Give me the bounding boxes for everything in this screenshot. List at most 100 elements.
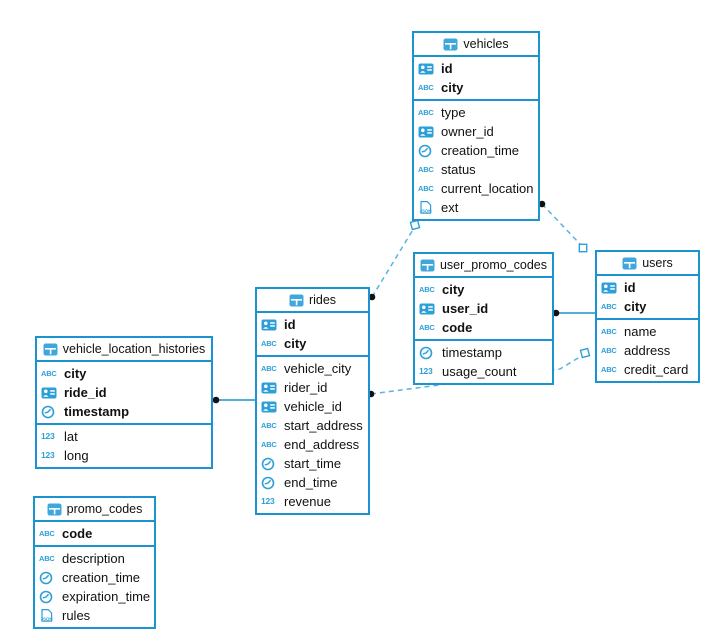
column-row-id[interactable]: id (597, 278, 698, 297)
text-type-icon: ABC (419, 284, 435, 294)
cardinality-square-icon (409, 219, 421, 231)
column-row-timestamp[interactable]: timestamp (37, 402, 211, 421)
column-name: id (624, 280, 636, 295)
column-name: timestamp (64, 404, 130, 419)
column-name: start_time (284, 456, 342, 471)
table-header-vehicle_location_histories[interactable]: vehicle_location_histories (37, 338, 211, 362)
column-name: current_location (441, 181, 534, 196)
column-row-timestamp[interactable]: timestamp (415, 343, 552, 362)
relationship-line[interactable] (371, 227, 415, 298)
column-name: owner_id (441, 124, 494, 139)
column-name: name (624, 324, 657, 339)
column-name: status (441, 162, 476, 177)
column-row-owner_id[interactable]: owner_id (414, 122, 538, 141)
column-name: rules (62, 608, 91, 623)
column-row-rider_id[interactable]: rider_id (257, 378, 368, 397)
cardinality-dot-icon (212, 396, 220, 404)
column-row-city[interactable]: ABC city (415, 280, 552, 299)
column-name: rider_id (284, 380, 328, 395)
column-name: city (442, 282, 465, 297)
number-type-icon: 123 (261, 496, 275, 507)
svg-text:JSON: JSON (41, 617, 53, 622)
table-header-rides[interactable]: rides (257, 289, 368, 313)
column-row-ride_id[interactable]: ride_id (37, 383, 211, 402)
timestamp-icon (39, 571, 57, 585)
column-row-rules[interactable]: JSON rules (35, 606, 154, 625)
column-row-creation_time[interactable]: creation_time (35, 568, 154, 587)
column-row-creation_time[interactable]: creation_time (414, 141, 538, 160)
column-name: code (442, 320, 473, 335)
column-row-code[interactable]: ABC code (415, 318, 552, 337)
column-row-id[interactable]: id (414, 59, 538, 78)
text-type-icon: ABC (39, 528, 55, 538)
column-row-user_id[interactable]: user_id (415, 299, 552, 318)
relationship-user_promo_codes-users[interactable] (552, 309, 595, 317)
text-type-icon: ABC (418, 107, 434, 117)
cardinality-square-icon (579, 347, 591, 359)
table-title: vehicles (463, 37, 509, 51)
json-type-icon: JSON (39, 608, 57, 623)
table-header-promo_codes[interactable]: promo_codes (35, 498, 154, 522)
column-name: creation_time (62, 570, 141, 585)
table-icon (622, 257, 637, 270)
column-row-expiration_time[interactable]: expiration_time (35, 587, 154, 606)
cardinality-dot-icon (538, 200, 546, 208)
relationship-vehicles-users[interactable] (538, 200, 588, 253)
table-header-user_promo_codes[interactable]: user_promo_codes (415, 254, 552, 278)
column-name: expiration_time (62, 589, 151, 604)
column-name: code (62, 526, 93, 541)
table-title: promo_codes (66, 502, 143, 516)
column-row-code[interactable]: ABC code (35, 524, 154, 543)
column-name: end_address (284, 437, 360, 452)
text-type-icon: ABC (601, 345, 617, 355)
relationship-line[interactable] (541, 203, 582, 246)
column-row-start_time[interactable]: start_time (257, 454, 368, 473)
table-header-vehicles[interactable]: vehicles (414, 33, 538, 57)
timestamp-icon (418, 144, 436, 158)
column-row-id[interactable]: id (257, 315, 368, 334)
timestamp-icon (261, 476, 279, 490)
table-header-users[interactable]: users (597, 252, 698, 276)
relationship-line[interactable] (370, 354, 584, 395)
text-type-icon: ABC (418, 164, 434, 174)
column-name: start_address (284, 418, 363, 433)
column-name: credit_card (624, 362, 689, 377)
text-type-icon: ABC (418, 183, 434, 193)
column-row-vehicle_id[interactable]: vehicle_id (257, 397, 368, 416)
relationship-rides-vehicles[interactable] (368, 219, 421, 301)
column-row-current_location[interactable]: ABC current_location (414, 179, 538, 198)
user-id-icon (419, 303, 437, 315)
column-row-status[interactable]: ABC status (414, 160, 538, 179)
column-row-end_time[interactable]: end_time (257, 473, 368, 492)
text-type-icon: ABC (419, 322, 435, 332)
svg-text:JSON: JSON (420, 209, 432, 214)
relationship-vehicle_location_histories-rides[interactable] (212, 396, 255, 404)
